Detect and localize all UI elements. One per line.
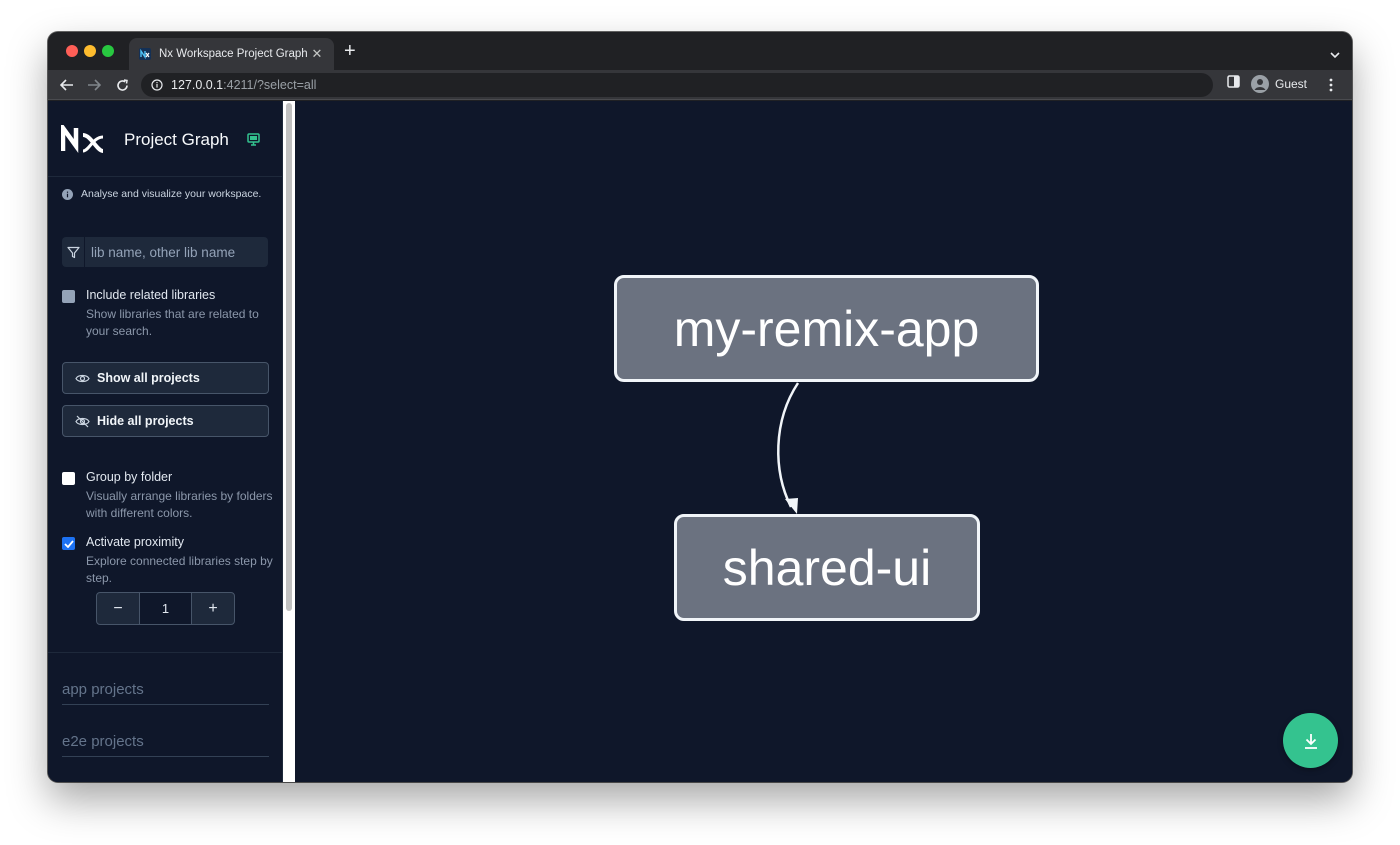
side-panel-icon[interactable]	[1227, 75, 1240, 88]
section-app-projects: app projects	[62, 681, 269, 705]
activate-proximity-description: Explore connected libraries step by step…	[86, 554, 273, 585]
site-info-icon[interactable]	[151, 79, 163, 91]
monitor-icon[interactable]	[247, 133, 260, 151]
tab-close-icon[interactable]: ✕	[311, 46, 323, 61]
group-by-folder-checkbox[interactable]	[62, 472, 75, 485]
profile-label: Guest	[1275, 77, 1308, 91]
profile-button[interactable]: Guest	[1251, 75, 1307, 93]
proximity-decrement-button[interactable]: −	[113, 599, 123, 617]
hide-all-projects-label: Hide all projects	[97, 414, 194, 428]
download-graph-button[interactable]	[1283, 713, 1338, 768]
sidebar-scrollbar-thumb[interactable]	[286, 103, 292, 611]
graph-edges	[777, 382, 800, 514]
edge-arrowhead	[785, 498, 798, 514]
nx-logo-icon	[60, 121, 105, 153]
tab-strip: Nx Workspace Project Graph ✕ +	[48, 32, 1352, 70]
tab-title: Nx Workspace Project Graph	[159, 48, 308, 60]
browser-menu-icon[interactable]	[1329, 78, 1333, 92]
graph-node-shared-ui[interactable]: shared-ui	[674, 514, 980, 621]
url-host: 127.0.0.1	[171, 78, 224, 92]
info-text: Analyse and visualize your workspace.	[62, 188, 261, 200]
group-by-folder-description: Visually arrange libraries by folders wi…	[86, 489, 273, 520]
proximity-increment-button[interactable]: +	[208, 599, 218, 617]
include-related-description: Show libraries that are related to your …	[86, 307, 259, 338]
graph-canvas[interactable]: my-remix-app shared-ui	[295, 101, 1352, 782]
activate-proximity-checkbox[interactable]	[62, 537, 75, 550]
sidebar-divider	[48, 652, 282, 653]
info-icon	[62, 188, 73, 200]
eye-off-icon	[75, 415, 90, 427]
back-arrow-icon[interactable]	[59, 77, 75, 93]
checkmark-icon	[63, 539, 74, 548]
tab-search-chevron-icon[interactable]	[1330, 46, 1340, 64]
eye-icon	[75, 374, 90, 382]
reload-icon[interactable]	[114, 77, 130, 93]
url-path: :4211/?select=all	[223, 78, 317, 92]
browser-tab[interactable]: Nx Workspace Project Graph ✕	[129, 38, 334, 70]
sidebar-header: Project Graph	[48, 101, 282, 177]
forward-arrow-icon[interactable]	[86, 77, 102, 93]
activate-proximity-label: Activate proximity	[86, 535, 184, 549]
section-e2e-projects: e2e projects	[62, 733, 269, 757]
page-title: Project Graph	[124, 130, 229, 149]
hide-all-projects-button[interactable]: Hide all projects	[62, 405, 269, 437]
address-bar[interactable]: 127.0.0.1:4211/?select=all	[141, 73, 1213, 97]
include-related-checkbox[interactable]	[62, 290, 75, 303]
minimize-window-button[interactable]	[84, 45, 96, 57]
download-icon	[1304, 733, 1317, 749]
group-by-folder-label: Group by folder	[86, 470, 173, 484]
info-label: Analyse and visualize your workspace.	[81, 188, 262, 200]
filter-box	[62, 237, 268, 267]
nx-favicon-icon	[139, 48, 151, 60]
filter-funnel-icon	[62, 237, 85, 267]
include-related-label: Include related libraries	[86, 288, 216, 302]
proximity-value[interactable]: 1	[139, 593, 192, 624]
browser-window: Nx Workspace Project Graph ✕ + 127.0.0.1…	[48, 32, 1352, 782]
show-all-projects-button[interactable]: Show all projects	[62, 362, 269, 394]
graph-edge[interactable]	[777, 382, 800, 508]
close-window-button[interactable]	[66, 45, 78, 57]
page-content: Project Graph Analyse and visualize your…	[48, 101, 1352, 782]
sidebar-scrollbar[interactable]	[283, 101, 295, 782]
browser-toolbar: 127.0.0.1:4211/?select=all Guest	[48, 70, 1352, 100]
show-all-projects-label: Show all projects	[97, 371, 200, 385]
maximize-window-button[interactable]	[102, 45, 114, 57]
project-filter-input[interactable]	[85, 237, 268, 267]
proximity-stepper: − 1 +	[96, 592, 235, 625]
new-tab-button[interactable]: +	[344, 40, 356, 62]
graph-node-my-remix-app[interactable]: my-remix-app	[614, 275, 1039, 382]
sidebar: Project Graph Analyse and visualize your…	[48, 101, 283, 782]
avatar-icon	[1251, 75, 1269, 93]
